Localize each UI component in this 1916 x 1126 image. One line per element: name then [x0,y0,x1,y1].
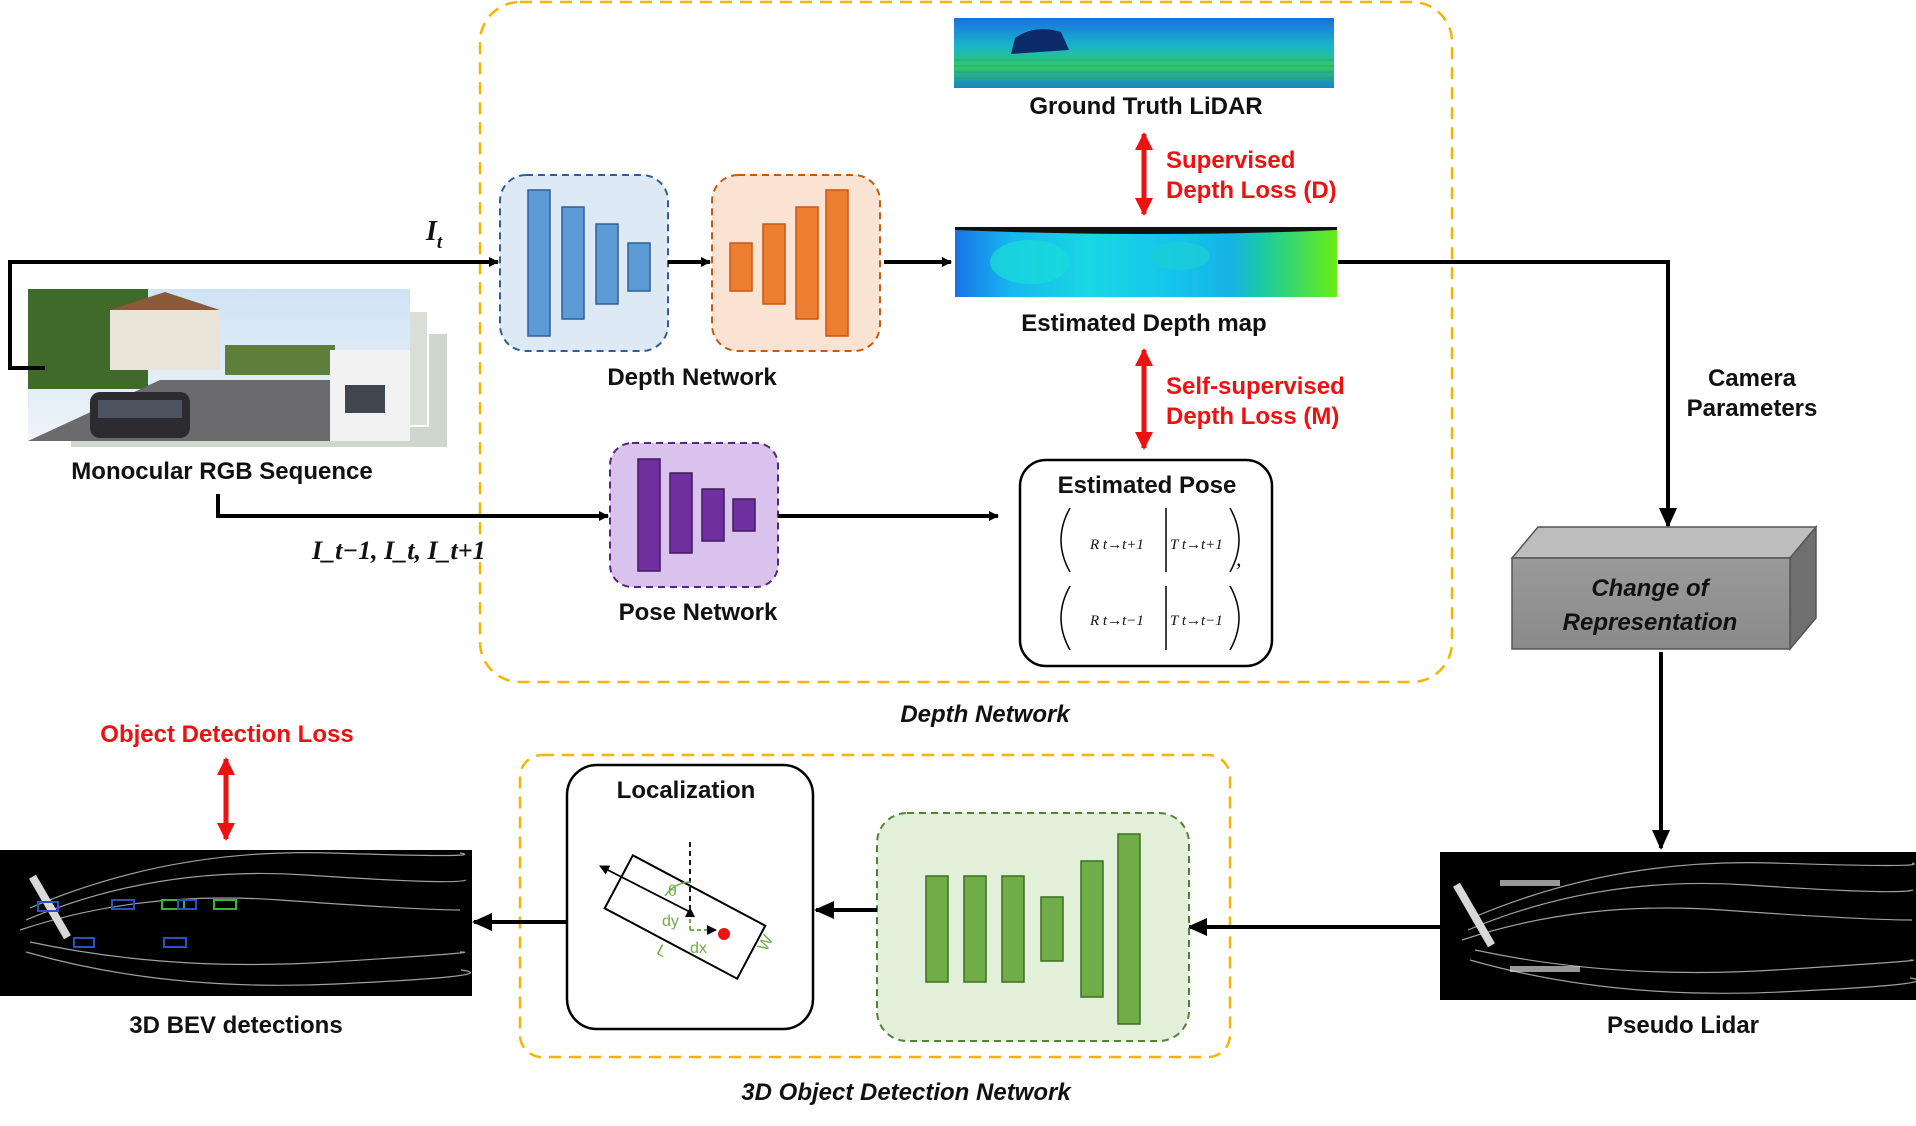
estimated-depth-map-image [955,227,1337,297]
self-supervised-loss-label-line2: Depth Loss (M) [1166,403,1339,430]
detection-network-frame-label: 3D Object Detection Network [741,1079,1072,1106]
pose-network-block [609,442,779,588]
depth-network-frame [478,0,1454,684]
supervised-loss-label-line1: Supervised [1166,147,1295,174]
ground-truth-lidar-image [954,18,1334,88]
localization-diagram: θ dy dx L W [599,842,778,981]
pose-t-backward: T t→t−1 [1170,613,1223,629]
pose-r-forward: R t→t+1 [1089,537,1144,553]
pose-r-backward: R t→t−1 [1089,613,1144,629]
depth-network-frame-label: Depth Network [900,701,1071,728]
pseudo-lidar-image [1440,852,1916,1000]
rgb-sequence-images [28,289,449,449]
localization-label: Localization [617,777,756,804]
change-of-representation-line2: Representation [1563,609,1738,636]
depthmap-to-change-arrow [1338,260,1677,528]
pseudo-lidar-label: Pseudo Lidar [1607,1012,1759,1039]
supervised-loss-label-line2: Depth Loss (D) [1166,177,1337,204]
ground-truth-lidar-label: Ground Truth LiDAR [1029,93,1262,120]
dx-symbol: dx [690,940,707,957]
input-sequence-arrow [216,494,609,521]
bev-detections-image [0,850,472,996]
pose-network-label: Pose Network [619,599,778,626]
self-supervised-loss-label-line1: Self-supervised [1166,373,1345,400]
dy-symbol: dy [662,913,679,930]
change-of-representation-line1: Change of [1591,575,1710,602]
bev-detections-label: 3D BEV detections [129,1012,342,1039]
camera-parameters-line1: Camera [1708,365,1797,392]
estimated-pose-box [1018,458,1274,668]
estimated-depth-map-label: Estimated Depth map [1021,310,1266,337]
detection-backbone-block [876,812,1190,1042]
object-detection-loss-label: Object Detection Loss [100,721,353,748]
input-it-arrow [8,257,499,370]
detection-network-frame [518,753,1232,1059]
camera-parameters-line2: Parameters [1687,395,1818,422]
theta-symbol: θ [668,883,677,900]
change-of-representation-box [1510,524,1818,652]
monocular-rgb-sequence-label: Monocular RGB Sequence [71,458,372,485]
input-it-label: It [425,216,443,253]
pose-comma: , [1236,546,1242,571]
input-sequence-label: I_t−1, I_t, I_t+1 [311,536,486,565]
depth-decoder-block [711,174,881,352]
depth-network-block-label: Depth Network [607,364,777,391]
depth-encoder-block [499,174,669,352]
estimated-pose-label: Estimated Pose [1058,472,1237,499]
pose-matrix: R t→t+1 T t→t+1 , R t→t−1 T t→t−1 [1060,507,1242,651]
pose-t-forward: T t→t+1 [1170,537,1223,553]
